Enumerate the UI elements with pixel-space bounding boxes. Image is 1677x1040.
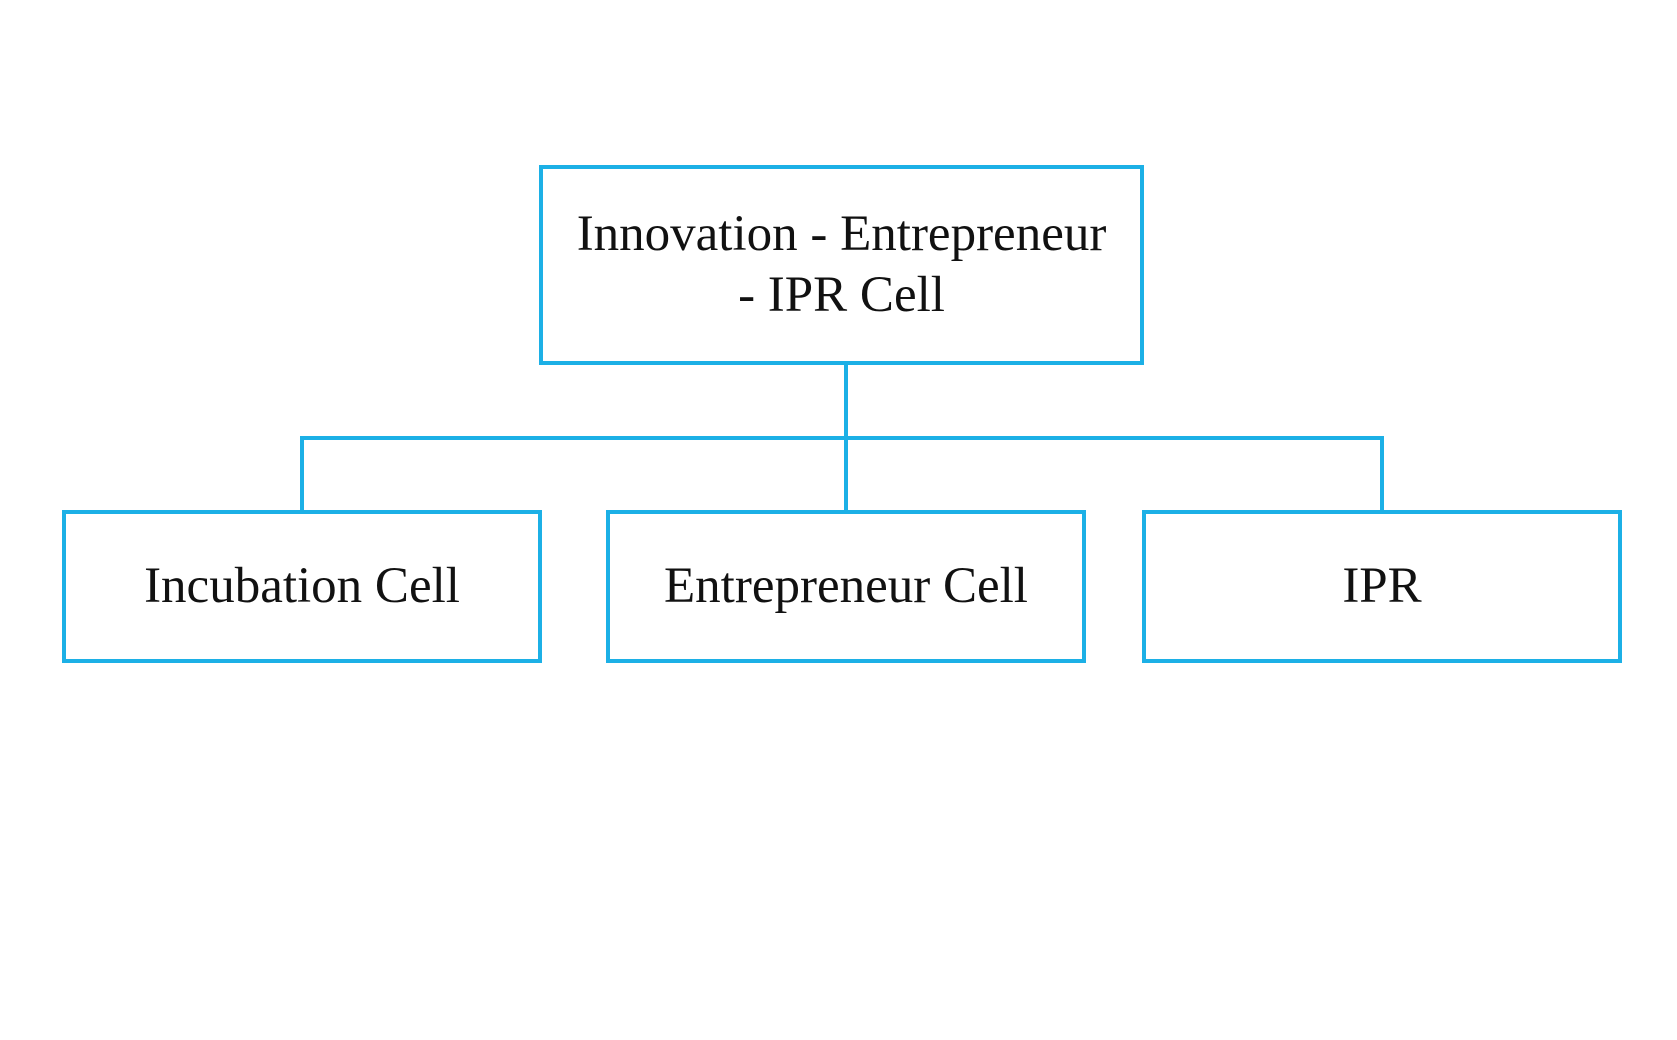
node-root-label-line1: Innovation - Entrepreneur [576, 205, 1107, 262]
node-root-label-line2: - IPR Cell [738, 267, 945, 323]
node-innovation-entrepreneur-ipr-cell: Innovation - Entrepreneur - IPR Cell [539, 165, 1144, 365]
node-incubation-cell-label: Incubation Cell [144, 557, 460, 614]
node-root-label: Innovation - Entrepreneur - IPR Cell [577, 204, 1107, 326]
node-entrepreneur-cell-label: Entrepreneur Cell [664, 557, 1028, 614]
node-ipr: IPR [1142, 510, 1622, 663]
node-entrepreneur-cell: Entrepreneur Cell [606, 510, 1086, 663]
node-incubation-cell: Incubation Cell [62, 510, 542, 663]
node-ipr-label: IPR [1342, 557, 1422, 614]
